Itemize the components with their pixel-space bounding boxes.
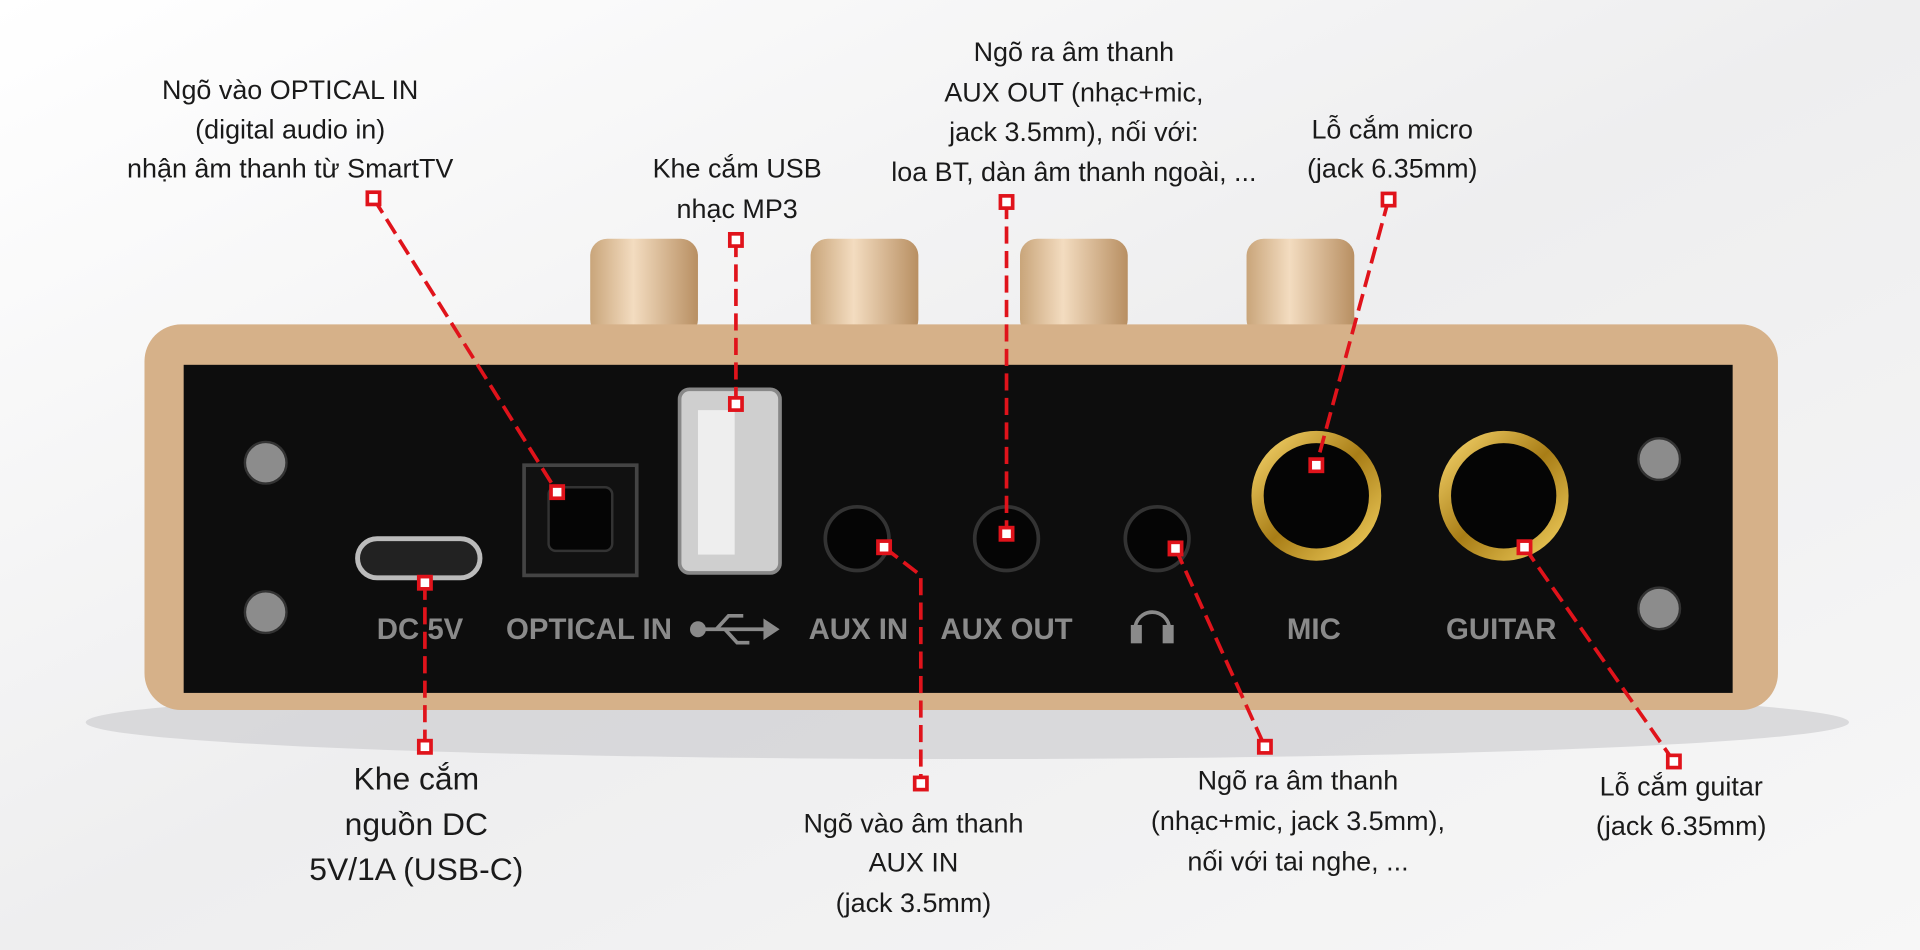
svg-text:AUX OUT (nhạc+mic,: AUX OUT (nhạc+mic, [944, 78, 1203, 108]
screw-icon [243, 590, 288, 635]
annotation-guitar: Lỗ cắm guitar (jack 6.35mm) [1596, 771, 1767, 841]
svg-text:jack 3.5mm), nối với:: jack 3.5mm), nối với: [948, 117, 1199, 147]
label-dc: DC 5V [377, 613, 464, 646]
annotation-aux-out: Ngõ ra âm thanh AUX OUT (nhạc+mic, jack … [891, 37, 1256, 187]
screw-icon [1637, 437, 1682, 482]
annotation-optical: Ngõ vào OPTICAL IN (digital audio in) nh… [127, 75, 453, 183]
screws [243, 437, 1682, 635]
annotation-aux-in: Ngõ vào âm thanh AUX IN (jack 3.5mm) [803, 808, 1023, 918]
svg-text:Lỗ cắm micro: Lỗ cắm micro [1311, 113, 1473, 144]
guitar-jack[interactable] [1438, 430, 1569, 561]
knob[interactable] [1246, 238, 1355, 337]
usb-icon [690, 613, 780, 645]
annotation-headphone: Ngõ ra âm thanh (nhạc+mic, jack 3.5mm), … [1151, 766, 1445, 877]
screw-icon [243, 440, 288, 485]
knob[interactable] [1020, 238, 1128, 337]
svg-text:Khe cắm: Khe cắm [354, 761, 480, 797]
aux-in-jack[interactable] [823, 504, 891, 573]
svg-text:nguồn DC: nguồn DC [345, 806, 488, 842]
svg-text:(digital audio in): (digital audio in) [195, 114, 385, 144]
annotation-dc: Khe cắm nguồn DC 5V/1A (USB-C) [309, 761, 523, 888]
svg-text:AUX IN: AUX IN [869, 848, 959, 878]
usb-c-port[interactable] [355, 536, 483, 581]
svg-text:nhận âm thanh từ SmartTV: nhận âm thanh từ SmartTV [127, 154, 453, 184]
label-mic: MIC [1287, 613, 1341, 646]
label-optical: OPTICAL IN [506, 613, 672, 646]
annotation-usb: Khe cắm USB nhạc MP3 [653, 153, 822, 224]
svg-text:Ngõ ra âm thanh: Ngõ ra âm thanh [974, 37, 1175, 67]
svg-text:Khe cắm USB: Khe cắm USB [653, 153, 822, 184]
svg-text:nhạc MP3: nhạc MP3 [677, 194, 798, 224]
svg-text:5V/1A (USB-C): 5V/1A (USB-C) [309, 851, 523, 887]
svg-text:Ngõ ra âm thanh: Ngõ ra âm thanh [1198, 766, 1399, 796]
svg-text:Ngõ vào OPTICAL IN: Ngõ vào OPTICAL IN [162, 75, 418, 105]
knobs [590, 238, 1355, 337]
label-aux-out: AUX OUT [940, 613, 1072, 646]
label-aux-in: AUX IN [809, 613, 909, 646]
svg-text:Lỗ cắm guitar: Lỗ cắm guitar [1600, 771, 1763, 802]
svg-text:(jack 3.5mm): (jack 3.5mm) [836, 888, 992, 918]
annotation-mic: Lỗ cắm micro (jack 6.35mm) [1307, 113, 1478, 183]
svg-text:loa BT, dàn âm thanh ngoài, ..: loa BT, dàn âm thanh ngoài, ... [891, 157, 1256, 187]
label-guitar: GUITAR [1446, 613, 1556, 646]
usb-a-tongue [697, 410, 735, 555]
svg-text:Ngõ vào âm thanh: Ngõ vào âm thanh [803, 808, 1023, 838]
markers [365, 190, 1682, 792]
leader-lines [371, 197, 1676, 784]
knob[interactable] [810, 238, 919, 337]
svg-text:(jack 6.35mm): (jack 6.35mm) [1307, 154, 1478, 184]
knob[interactable] [590, 238, 698, 337]
svg-text:(nhạc+mic, jack 3.5mm),: (nhạc+mic, jack 3.5mm), [1151, 806, 1445, 836]
headphone-icon [1130, 610, 1174, 644]
svg-text:nối với tai nghe, ...: nối với tai nghe, ... [1187, 846, 1408, 876]
svg-text:(jack 6.35mm): (jack 6.35mm) [1596, 811, 1767, 841]
optical-inner [547, 486, 614, 553]
mic-jack[interactable] [1251, 430, 1382, 561]
screw-icon [1637, 586, 1682, 631]
